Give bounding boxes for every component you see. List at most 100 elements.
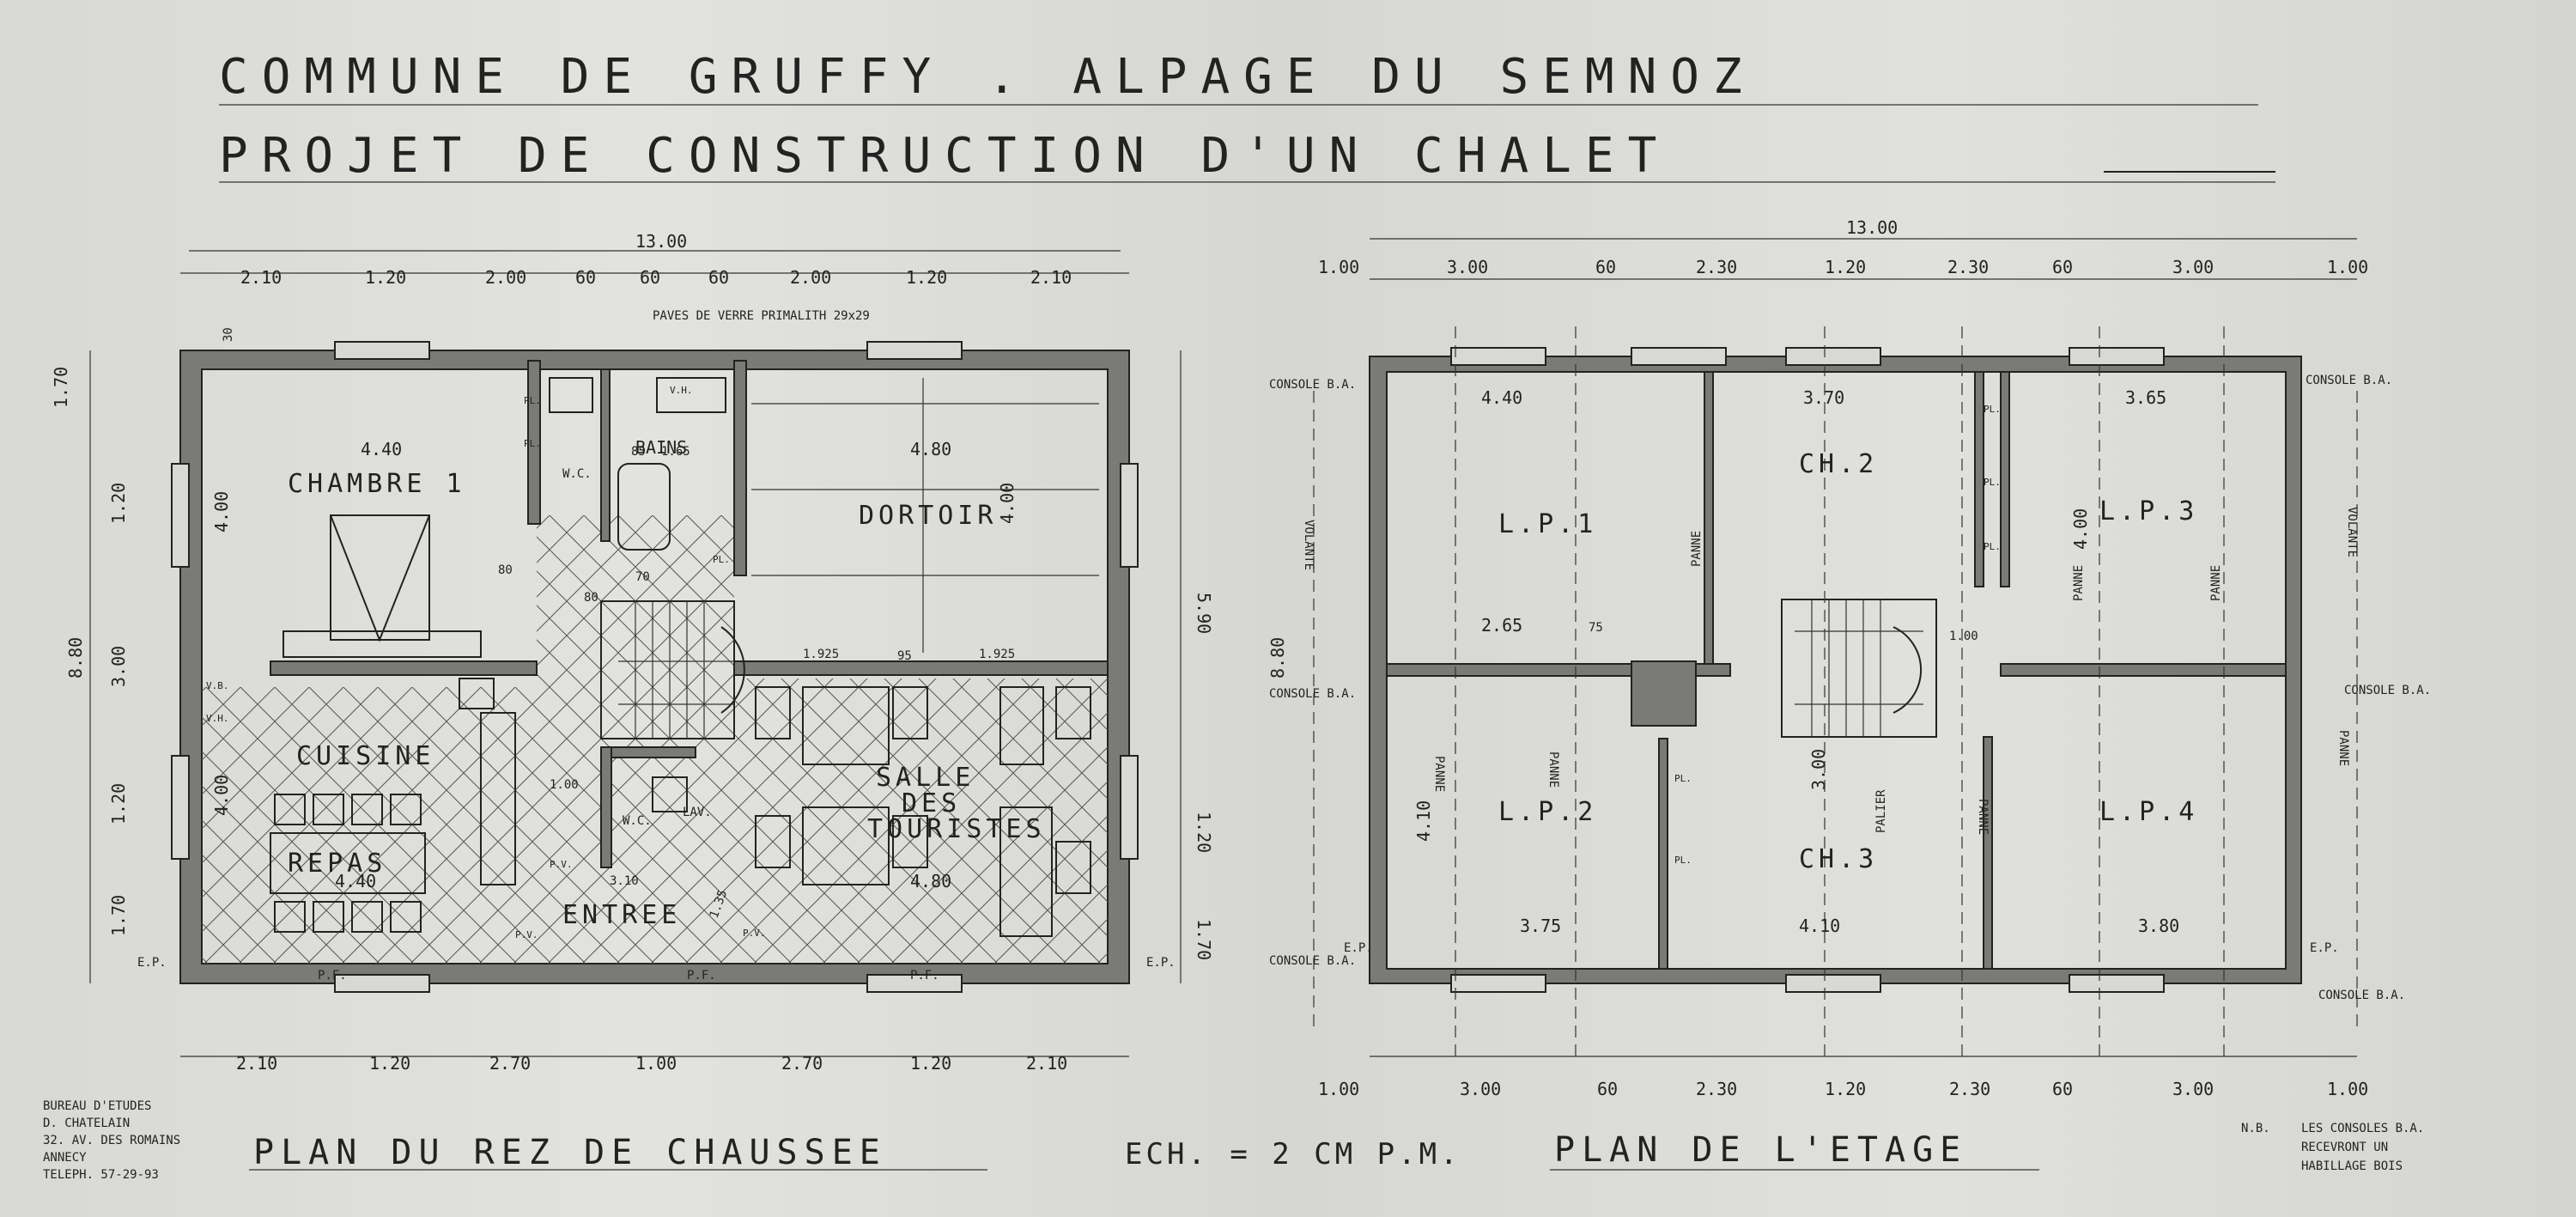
nb-line: HABILLAGE BOIS xyxy=(2301,1159,2403,1173)
office-stamp: BUREAU D'ETUDES D. CHATELAIN 32. AV. DES… xyxy=(43,1099,180,1182)
room-salle-touristes: TOURISTES xyxy=(867,814,1046,844)
mark-pf: P.F. xyxy=(687,969,716,983)
ground-plan-title: PLAN DU REZ DE CHAUSSEE xyxy=(253,1133,887,1172)
chambre-wardrobe xyxy=(283,630,482,658)
mark-pl: PL. xyxy=(524,438,541,449)
ground-left-dims: 1.70 1.20 3.00 1.20 1.70 8.80 xyxy=(51,367,129,936)
ground-inner-dim: 85 xyxy=(631,445,646,459)
upper-bottom-dim: 2.30 xyxy=(1949,1079,1990,1099)
upper-inner-dims: 4.40 3.70 3.65 3.75 4.10 3.80 2.65 75 1.… xyxy=(1267,387,2179,936)
stove xyxy=(459,678,495,709)
ground-right-dims: 5.90 1.20 1.70 xyxy=(1194,593,1214,960)
upper-bottom-dim: 3.00 xyxy=(1460,1079,1501,1099)
upper-top-dim: 60 xyxy=(1595,257,1616,277)
upper-chimney xyxy=(1631,660,1697,727)
console-label: CONSOLE B.A. xyxy=(2318,989,2405,1002)
ground-staircase xyxy=(600,600,745,739)
upper-bottom-dim: 3.00 xyxy=(2172,1079,2214,1099)
upper-bottom-dim: 1.20 xyxy=(1825,1079,1866,1099)
upper-wall-5 xyxy=(1974,371,1984,587)
ground-wall-hall xyxy=(733,660,1109,676)
upper-inner-dim: 4.10 xyxy=(1799,916,1840,936)
upper-plan-title: PLAN DE L'ETAGE xyxy=(1554,1130,1967,1170)
room-ch3: CH.3 xyxy=(1799,844,1878,874)
purlin-label: PANNE xyxy=(1432,756,1446,792)
mark-ep: E.P. xyxy=(1344,941,1373,955)
ground-inner-dim: 80 xyxy=(584,591,598,605)
upper-top-dim: 60 xyxy=(2052,257,2073,277)
upper-wall-4 xyxy=(2000,371,2010,587)
upper-total-width: 13.00 xyxy=(1846,217,1898,238)
ground-top-dim: 1.20 xyxy=(365,267,406,288)
ground-top-dim: 2.10 xyxy=(240,267,282,288)
ground-wall-wc2-side xyxy=(600,746,612,868)
title-line-2: PROJET DE CONSTRUCTION D'UN CHALET xyxy=(219,128,1670,184)
ground-right-dim: 1.70 xyxy=(1194,919,1214,960)
upper-beam-labels: PANNE PANNE PANNE PANNE PANNE PANNE PANN… xyxy=(1302,507,2359,835)
dining-chairs xyxy=(274,794,422,933)
upper-window xyxy=(2069,347,2165,366)
ground-inner-dims: 4.40 4.80 4.00 4.00 4.40 4.80 4.00 1.65 … xyxy=(211,327,1018,920)
room-bains: BAINS xyxy=(635,437,687,458)
mark-vb: V.B. xyxy=(206,680,229,691)
ground-floor-plan xyxy=(89,250,1182,1057)
upper-wall-7 xyxy=(1658,738,1668,970)
kitchen-counter xyxy=(480,712,516,885)
upper-bottom-dim: 1.00 xyxy=(2327,1079,2368,1099)
ground-inner-dim: 80 xyxy=(498,563,513,577)
room-cuisine: CUISINE xyxy=(296,741,434,771)
upper-inner-dim: 2.65 xyxy=(1481,615,1522,636)
upper-window xyxy=(1450,347,1546,366)
ground-wall-bath-left xyxy=(527,360,541,525)
ground-top-dim: 60 xyxy=(640,267,660,288)
room-wc-1: W.C. xyxy=(562,467,592,481)
purlin-label: PANNE xyxy=(2072,565,2086,601)
ground-left-dim: 1.70 xyxy=(51,367,71,408)
mark-pf: P.F. xyxy=(318,969,347,983)
upper-inner-dim: 3.65 xyxy=(2125,387,2166,408)
upper-inner-dim: 4.40 xyxy=(1481,387,1522,408)
ground-top-dim: 2.00 xyxy=(790,267,831,288)
mark-ep: E.P. xyxy=(137,956,167,970)
ground-inner-dim: 70 xyxy=(635,570,650,584)
ground-bottom-dim: 2.10 xyxy=(1026,1053,1067,1074)
ground-top-dims: 2.10 1.20 2.00 60 60 60 2.00 1.20 2.10 xyxy=(240,267,1072,288)
dortoir-beds xyxy=(751,378,1099,653)
ground-wall-kitchen xyxy=(270,660,538,676)
office-line: D. CHATELAIN xyxy=(43,1117,130,1130)
ground-top-dim: 60 xyxy=(708,267,729,288)
ground-inner-dim: 1.65 xyxy=(661,445,690,459)
ground-window-top-1 xyxy=(334,341,430,360)
ground-inner-dim: 4.80 xyxy=(910,439,951,459)
room-entree: ENTREE xyxy=(562,900,681,930)
upper-top-dim: 1.00 xyxy=(2327,257,2368,277)
upper-staircase xyxy=(1781,599,1937,738)
upper-inner-dim: 1.00 xyxy=(1949,630,1978,643)
mark-pv: P.V. xyxy=(550,859,573,870)
vent-box xyxy=(656,377,726,413)
room-repas: REPAS xyxy=(288,849,386,879)
ground-top-dim: 2.00 xyxy=(485,267,526,288)
upper-inner-dim: 75 xyxy=(1589,621,1603,635)
upper-inner-dim: 3.75 xyxy=(1520,916,1561,936)
room-salle-des: DES xyxy=(902,788,961,818)
ground-bottom-dim: 1.20 xyxy=(910,1053,951,1074)
console-label: CONSOLE B.A. xyxy=(1269,378,1356,392)
ground-window-left-2 xyxy=(171,755,190,860)
ground-bottom-dim: 2.70 xyxy=(489,1053,531,1074)
upper-top-dim: 3.00 xyxy=(1447,257,1488,277)
ground-bottom-dim: 1.00 xyxy=(635,1053,677,1074)
ground-left-dim: 1.20 xyxy=(108,483,129,524)
mark-vh: V.H. xyxy=(670,385,693,396)
ground-inner-dim: 95 xyxy=(897,649,912,663)
ground-inner-dim: 4.00 xyxy=(211,491,232,532)
lavabo xyxy=(652,776,688,812)
upper-marks: E.P. E.P. PL. PL. PL. PL. PL. xyxy=(1344,404,2339,955)
ground-top-dim: 1.20 xyxy=(906,267,947,288)
ground-wall-wc2 xyxy=(600,746,696,758)
ground-window-top-2 xyxy=(866,341,963,360)
upper-inner-dim: 3.70 xyxy=(1803,387,1844,408)
upper-bottom-dim: 1.00 xyxy=(1318,1079,1359,1099)
mark-pl: PL. xyxy=(524,395,541,406)
